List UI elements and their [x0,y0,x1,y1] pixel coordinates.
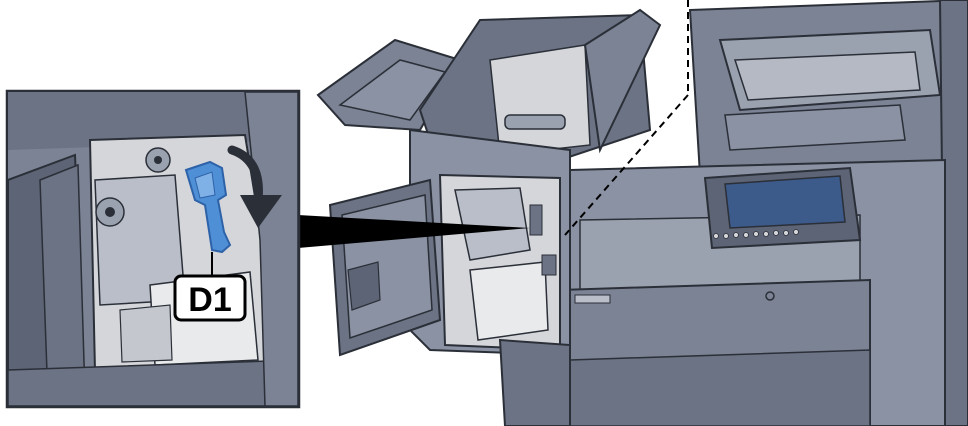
copier-main-unit [559,0,968,426]
gear-icon [95,197,125,227]
callout-d1: D1 [173,274,247,322]
gear-icon [145,147,171,173]
callout-d1-text: D1 [188,281,231,319]
curved-arrow-down-icon [227,145,282,228]
callout-leader [298,215,530,248]
dashed-guide-lines [564,0,689,236]
lever-d1 [184,160,232,254]
touch-screen [724,175,846,229]
detail-inset: D1 [5,89,301,409]
